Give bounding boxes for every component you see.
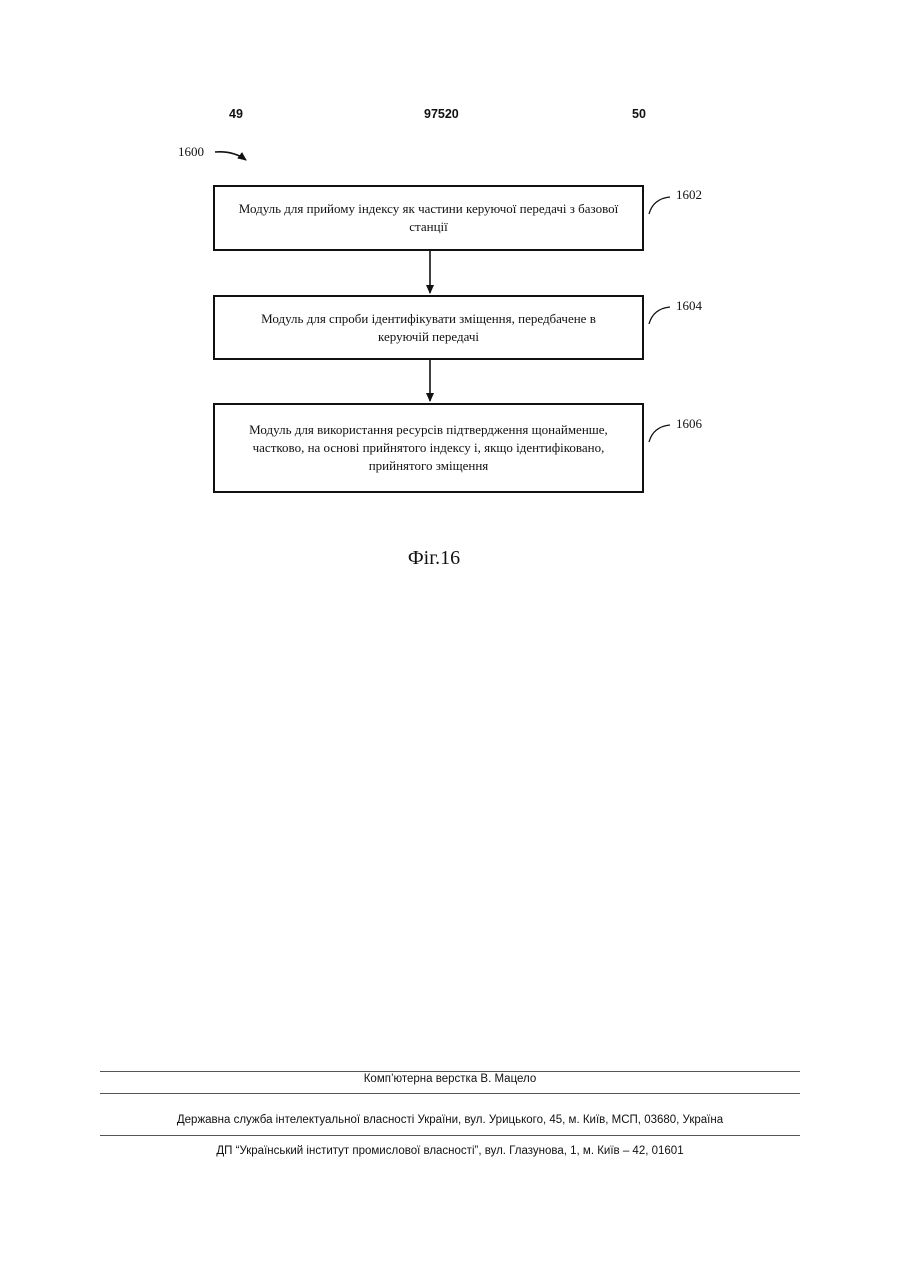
flow-block-1602: Модуль для прийому індексу як частини ке… xyxy=(213,185,644,251)
leader-1602 xyxy=(649,197,670,214)
figure-pointer-arrow xyxy=(215,152,246,160)
footer-divider-2 xyxy=(100,1093,800,1094)
flow-block-text: Модуль для прийому індексу як частини ке… xyxy=(239,200,619,236)
flow-block-1604: Модуль для спроби ідентифікувати зміщенн… xyxy=(213,295,644,360)
block-ref-1602: 1602 xyxy=(676,187,702,203)
block-ref-1606: 1606 xyxy=(676,416,702,432)
figure-ref-label: 1600 xyxy=(178,144,204,160)
flow-block-1606: Модуль для використання ресурсів підтвер… xyxy=(213,403,644,493)
figure-caption: Фіг.16 xyxy=(0,547,868,570)
agency-address: Державна служба інтелектуальної власност… xyxy=(100,1114,800,1126)
flow-block-text: Модуль для використання ресурсів підтвер… xyxy=(234,421,624,475)
layout-credit: Комп’ютерна верстка В. Мацело xyxy=(100,1073,800,1085)
footer-divider-3 xyxy=(100,1135,800,1136)
leader-1606 xyxy=(649,425,670,442)
footer-divider-1 xyxy=(100,1071,800,1072)
institute-address: ДП “Український інститут промислової вла… xyxy=(100,1145,800,1157)
block-ref-1604: 1604 xyxy=(676,298,702,314)
leader-1604 xyxy=(649,307,670,324)
flow-block-text: Модуль для спроби ідентифікувати зміщенн… xyxy=(244,310,614,346)
